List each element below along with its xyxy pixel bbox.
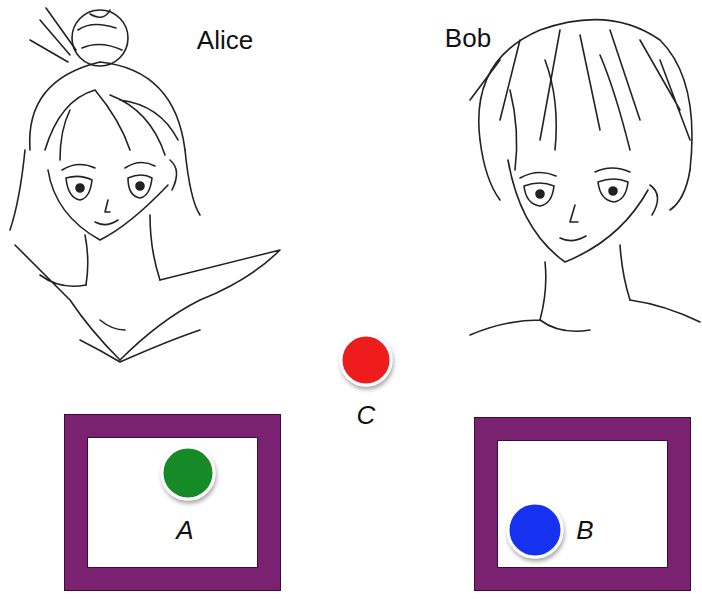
person-name: Bob <box>445 24 491 53</box>
person-name: Alice <box>197 26 253 55</box>
container-box: B <box>475 418 690 590</box>
bob-sketch <box>470 20 700 335</box>
green-dot <box>162 447 214 499</box>
point-label: C <box>357 401 376 430</box>
point-label: B <box>576 516 593 545</box>
container-box: A <box>65 415 280 590</box>
blue-dot <box>508 503 562 557</box>
point-label: A <box>176 516 193 545</box>
alice-sketch <box>10 8 280 362</box>
red-dot <box>341 335 391 385</box>
